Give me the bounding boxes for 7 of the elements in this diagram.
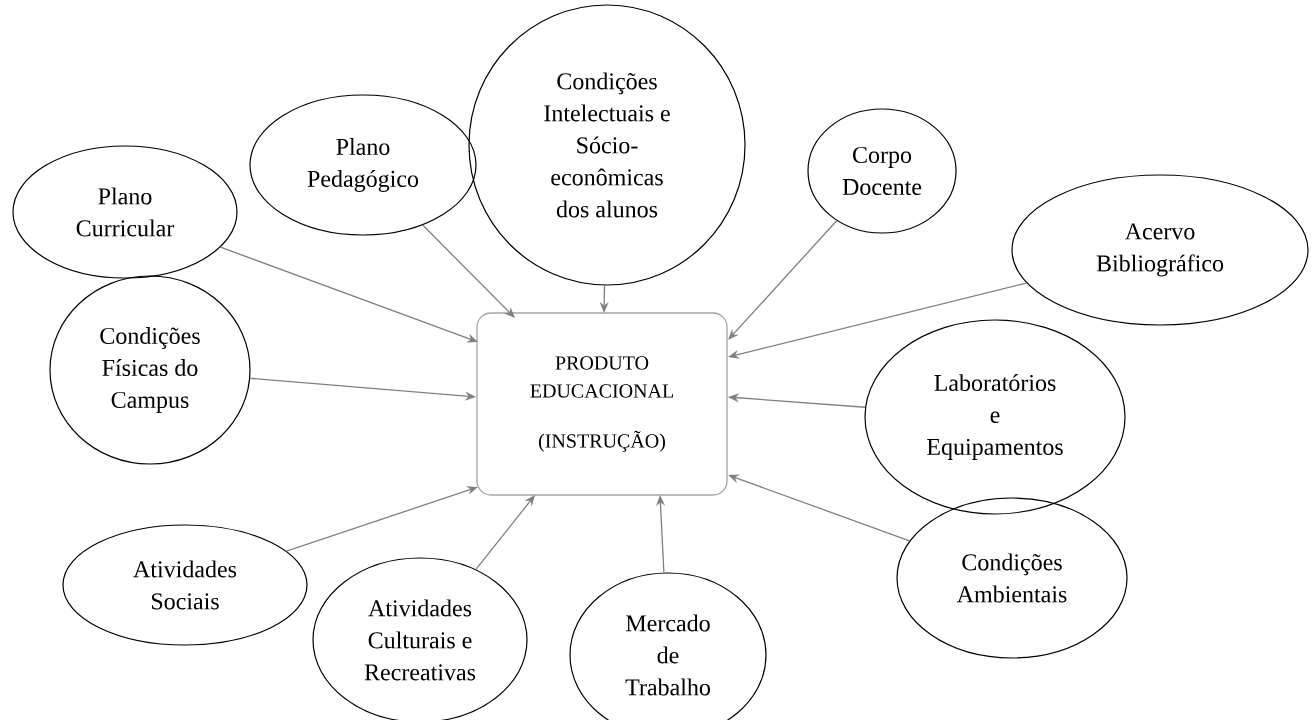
arrow <box>285 486 478 552</box>
arrow <box>728 220 838 340</box>
arrow <box>475 495 535 571</box>
process-box: PRODUTO EDUCACIONAL (INSTRUÇÃO) <box>476 312 728 496</box>
arrow <box>728 474 911 542</box>
arrow <box>219 246 478 343</box>
arrow <box>422 224 515 318</box>
